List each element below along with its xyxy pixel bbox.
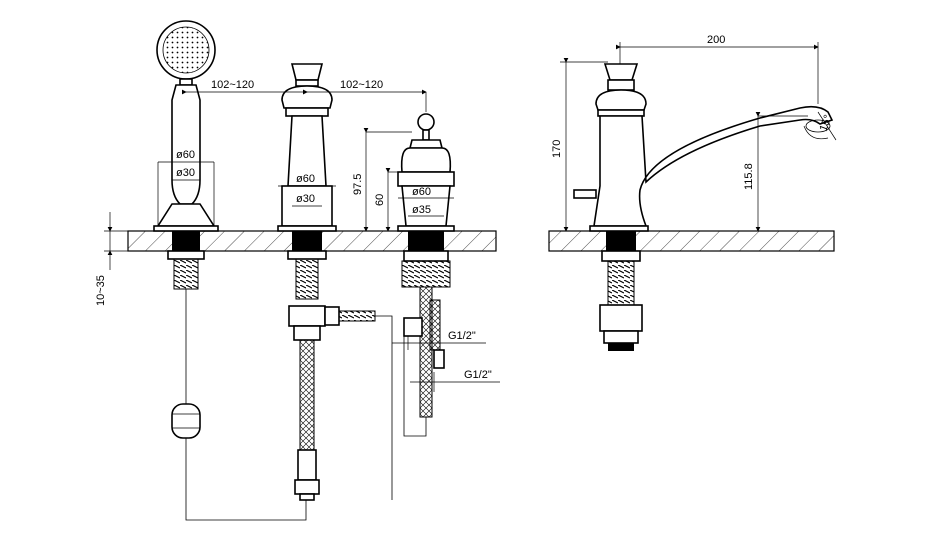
valve-inner-diameter-label: ø35 (412, 204, 431, 216)
valve-outer-diameter-label: ø60 (412, 186, 431, 198)
spout-front (277, 63, 393, 501)
hand-shower (153, 20, 307, 521)
side-outlet-angle-label: 15° (818, 113, 835, 133)
thread-lower-label: G1/2" (464, 369, 492, 381)
spout-inner-diameter-label: ø30 (296, 193, 315, 205)
valve-front (397, 113, 455, 437)
valve-body-height-label: 60 (374, 194, 386, 206)
side-outlet-height-label: 115.8 (743, 163, 755, 190)
handshower-inner-diameter-label: ø30 (176, 167, 195, 179)
side-total-height-label: 170 (551, 140, 563, 158)
side-dimensions (560, 42, 837, 232)
handshower-outer-diameter-label: ø60 (176, 149, 195, 161)
spacing-left-label: 102~120 (211, 79, 254, 91)
side-spout-reach-label: 200 (707, 34, 725, 46)
deck-side (548, 230, 835, 252)
faucet-side-view (573, 63, 834, 351)
spacing-right-label: 102~120 (340, 79, 383, 91)
deck-thickness-label: 10~35 (95, 275, 107, 306)
spout-outer-diameter-label: ø60 (296, 173, 315, 185)
thread-upper-label: G1/2" (448, 330, 476, 342)
front-dimensions (104, 89, 500, 392)
valve-total-height-label: 97.5 (352, 174, 364, 195)
